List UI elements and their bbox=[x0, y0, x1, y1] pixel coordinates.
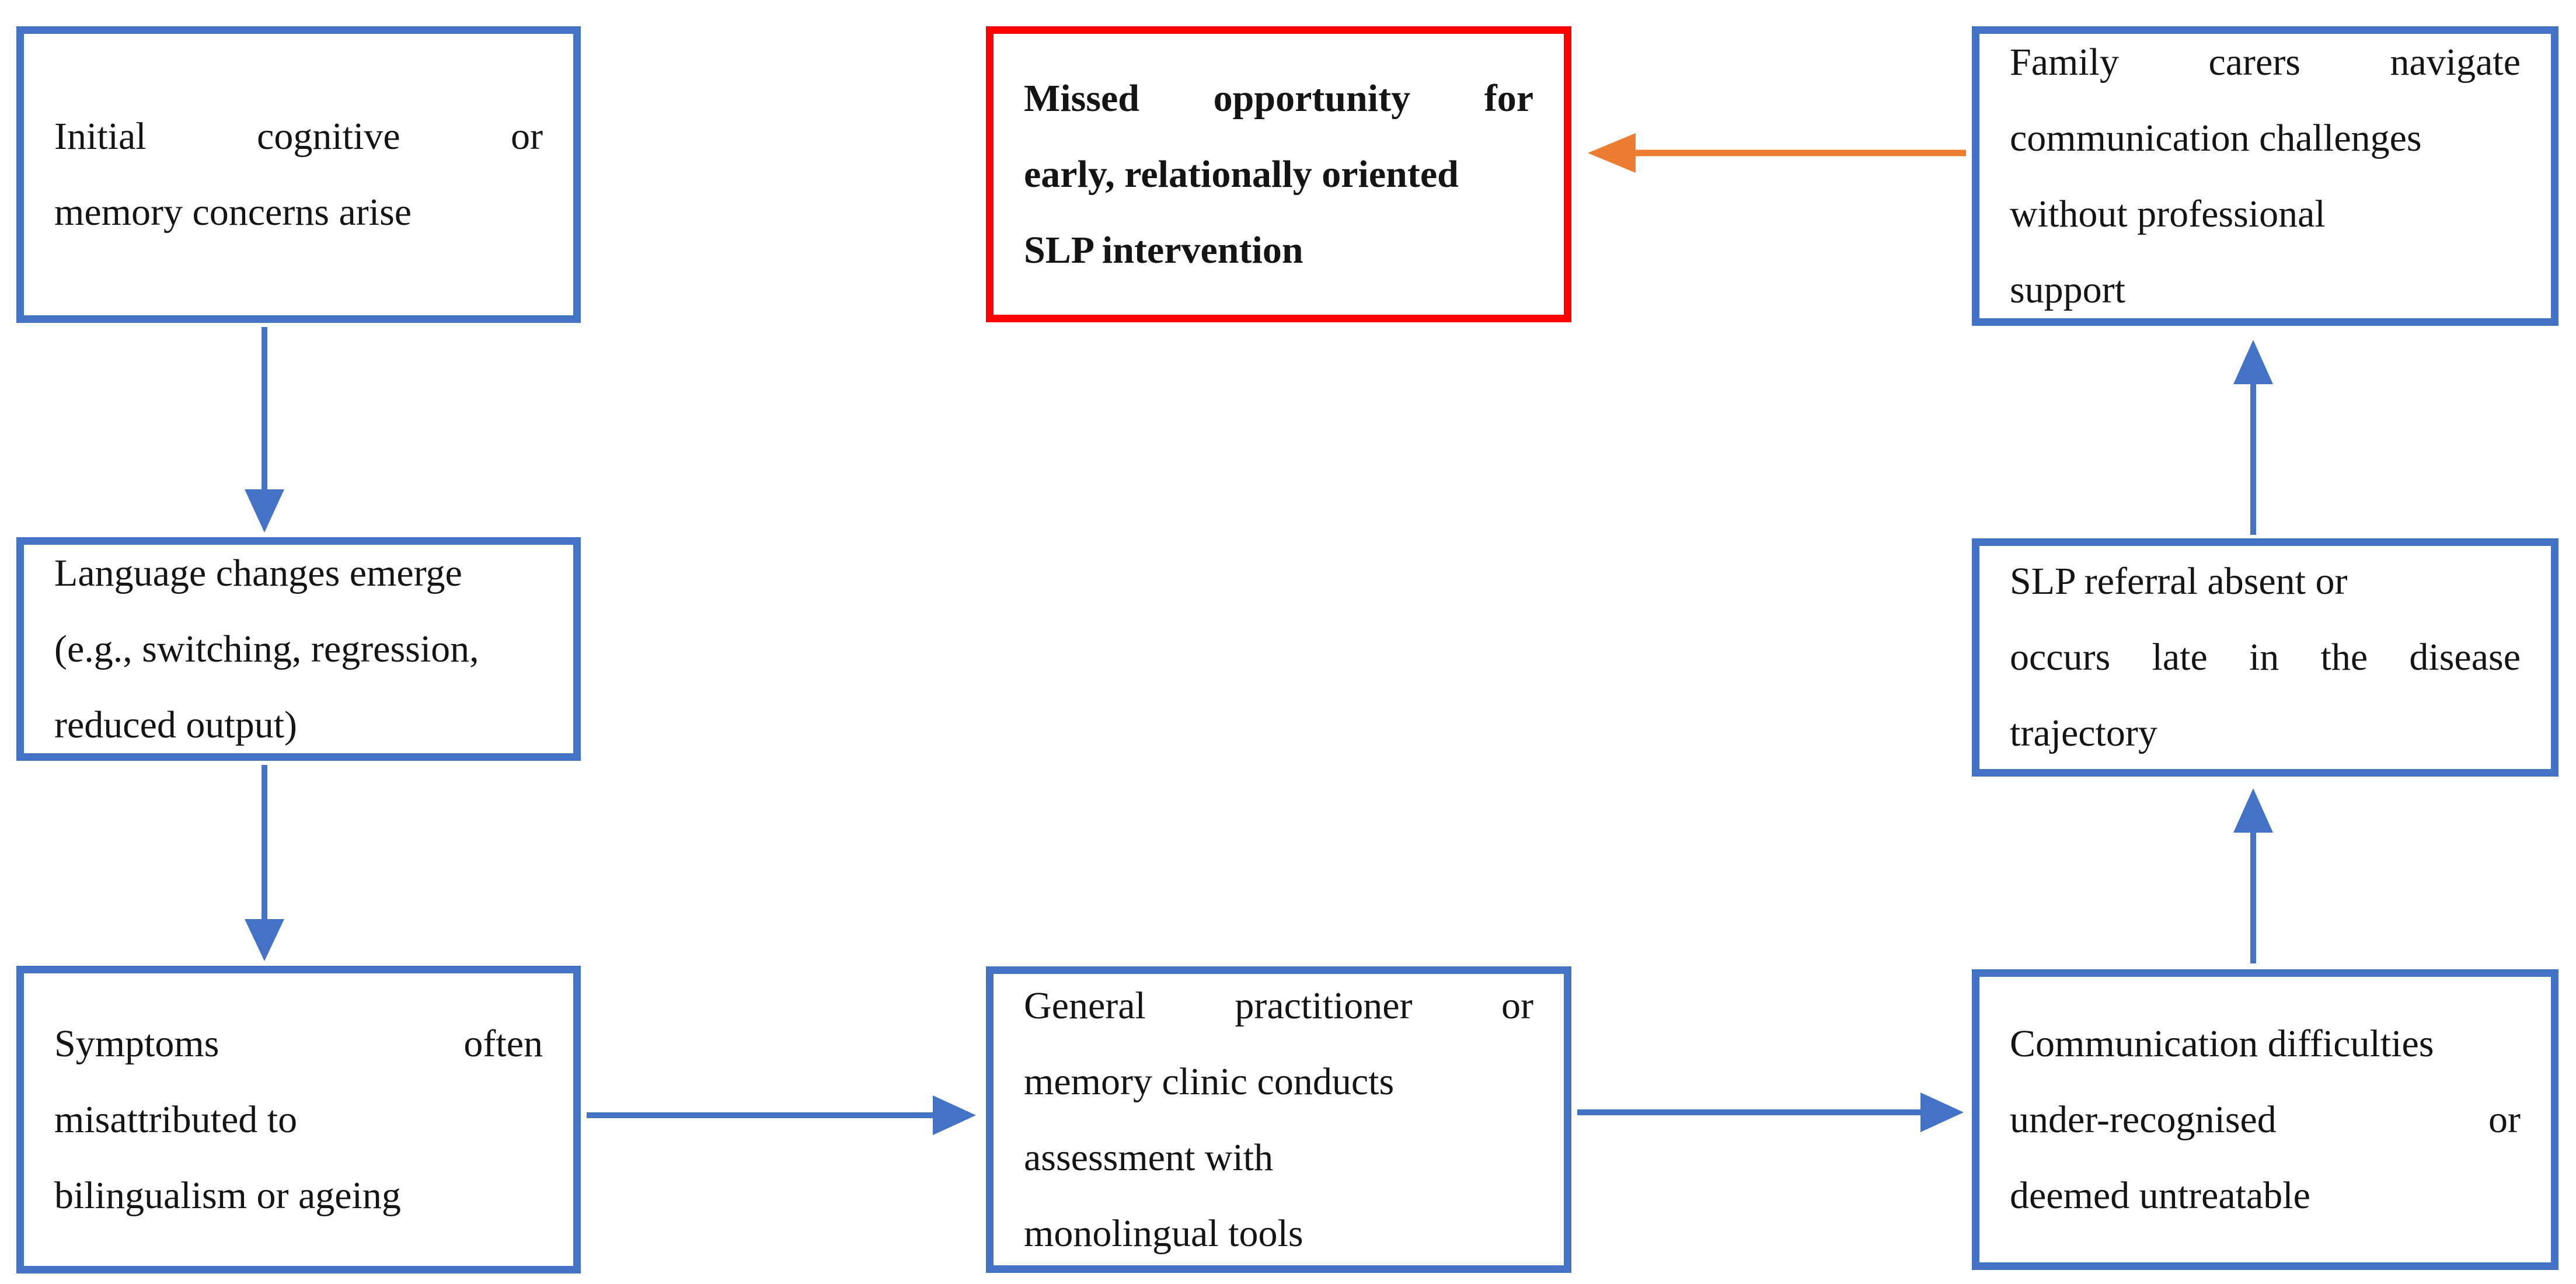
box-text-line: misattributed to bbox=[54, 1098, 298, 1141]
box-text-line: Symptoms often bbox=[54, 1022, 543, 1065]
arrow-head bbox=[245, 919, 284, 961]
box-text-line: Language changes emerge bbox=[54, 551, 462, 594]
arrow-gp-to-communication bbox=[1577, 1092, 1964, 1132]
arrow-head bbox=[2233, 340, 2273, 384]
box-text-line: deemed untreatable bbox=[2010, 1174, 2310, 1217]
box-text-line: assessment with bbox=[1024, 1136, 1274, 1179]
box-text-line: trajectory bbox=[2010, 712, 2157, 754]
box-text-line: communication challenges bbox=[2010, 116, 2422, 159]
box-slp-referral: SLP referral absent or occurs late in th… bbox=[1972, 538, 2558, 777]
box-missed-opportunity: Missed opportunity for early, relational… bbox=[986, 26, 1571, 322]
arrow-head bbox=[1588, 133, 1636, 173]
arrow-symptoms-to-gp bbox=[587, 1095, 976, 1135]
arrow-head bbox=[1920, 1092, 1964, 1132]
box-text-line: SLP intervention bbox=[1024, 228, 1303, 272]
arrow-head bbox=[933, 1095, 976, 1135]
arrow-communication-to-referral bbox=[2233, 788, 2273, 963]
box-text-line: Family carers navigate bbox=[2010, 40, 2521, 83]
arrow-family-to-missed bbox=[1588, 133, 1966, 173]
arrow-language-to-symptoms bbox=[245, 765, 284, 961]
box-symptoms-misattributed: Symptoms often misattributed to bilingua… bbox=[16, 966, 581, 1273]
box-text-line: monolingual tools bbox=[1024, 1212, 1303, 1255]
box-gp-assessment: General practitioner or memory clinic co… bbox=[986, 966, 1571, 1273]
box-text-line: early, relationally oriented bbox=[1024, 152, 1459, 196]
box-language-changes: Language changes emerge (e.g., switching… bbox=[16, 537, 581, 761]
box-family-carers: Family carers navigate communication cha… bbox=[1972, 26, 2558, 326]
arrow-head bbox=[2233, 788, 2273, 833]
box-text-line: support bbox=[2010, 268, 2125, 311]
box-text-line: (e.g., switching, regression, bbox=[54, 627, 479, 670]
box-text-line: Communication difficulties bbox=[2010, 1022, 2434, 1065]
box-text-line: Missed opportunity for bbox=[1024, 76, 1533, 120]
arrow-head bbox=[245, 489, 284, 533]
box-text-line: Initial cognitive or bbox=[54, 115, 543, 158]
arrow-initial-to-language bbox=[245, 327, 284, 533]
box-text-line: SLP referral absent or bbox=[2010, 560, 2348, 603]
box-text-line: reduced output) bbox=[54, 703, 298, 746]
box-text-line: bilingualism or ageing bbox=[54, 1174, 401, 1217]
box-text-line: memory clinic conducts bbox=[1024, 1060, 1395, 1103]
box-text-line: memory concerns arise bbox=[54, 191, 412, 234]
box-text-line: occurs late in the disease bbox=[2010, 636, 2521, 678]
box-communication-difficulties: Communication difficulties under-recogni… bbox=[1972, 969, 2558, 1270]
box-initial-concerns: Initial cognitive or memory concerns ari… bbox=[16, 26, 581, 323]
box-text-line: under-recognised or bbox=[2010, 1098, 2521, 1141]
box-text-line: without professional bbox=[2010, 192, 2326, 235]
box-text-line: General practitioner or bbox=[1024, 984, 1533, 1027]
arrow-referral-to-family bbox=[2233, 340, 2273, 535]
